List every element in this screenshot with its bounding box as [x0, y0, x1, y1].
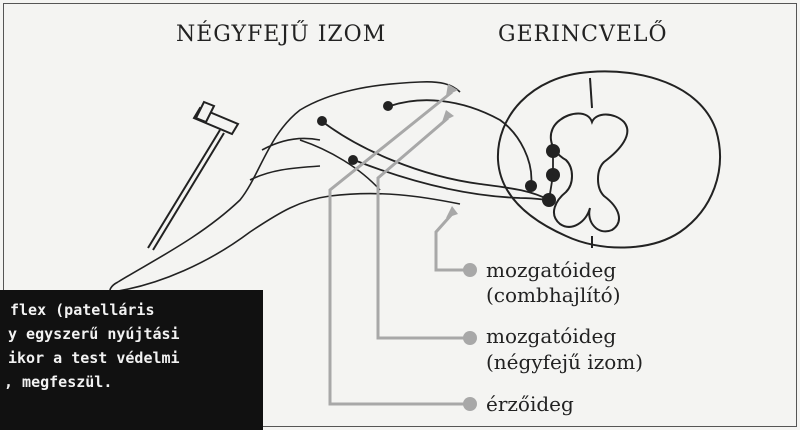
- receptor-dot: [383, 101, 393, 111]
- legend-dots: [463, 263, 477, 411]
- leg-top-contour: [118, 82, 460, 282]
- spinal-cord-outer: [498, 71, 720, 247]
- caption-line-3: ikor a test védelmi: [8, 348, 180, 368]
- sensory-pathway-top: [390, 100, 531, 186]
- legend-sensory-line1: érzőideg: [486, 392, 574, 416]
- caption-box: flex (patelláris y egyszerű nyújtási iko…: [0, 290, 263, 430]
- legend-leaders: [330, 92, 468, 404]
- heading-quadriceps: NÉGYFEJŰ IZOM: [176, 22, 386, 47]
- arrow-quad: [442, 110, 454, 122]
- dorsal-fissure: [590, 78, 592, 108]
- heading-spinal-cord: GERINCVELŐ: [498, 22, 668, 47]
- legend-dot-sensory: [463, 397, 477, 411]
- leader-quad: [378, 118, 468, 338]
- legend-hamstring-line2: (combhajlító): [486, 283, 621, 307]
- legend-quad-line1: mozgatóideg: [486, 324, 616, 348]
- gray-matter: [551, 114, 628, 232]
- legend-hamstring-line1: mozgatóideg: [486, 258, 616, 282]
- legend-dot-quad: [463, 331, 477, 345]
- knee-detail: [250, 166, 320, 180]
- spinal-cord: [498, 71, 720, 248]
- leader-hamstring: [436, 214, 468, 270]
- leg-outline: [110, 82, 460, 292]
- leg-bottom-contour: [112, 194, 460, 292]
- hammer-handle-edge: [153, 133, 224, 250]
- quad-motor-dot: [317, 116, 327, 126]
- caption-line-1: flex (patelláris: [10, 300, 155, 320]
- caption-line-4: , megfeszül.: [4, 372, 112, 392]
- leader-sensory: [330, 92, 468, 404]
- legend-quad-line2: (négyfejű izom): [486, 350, 643, 374]
- hammer-handle: [148, 130, 220, 248]
- caption-line-2: y egyszerű nyújtási: [8, 324, 180, 344]
- reflex-hammer: [148, 102, 238, 250]
- legend-dot-hamstring: [463, 263, 477, 277]
- nerve-pathways: [323, 100, 553, 200]
- hamstring-motor-dot: [348, 155, 358, 165]
